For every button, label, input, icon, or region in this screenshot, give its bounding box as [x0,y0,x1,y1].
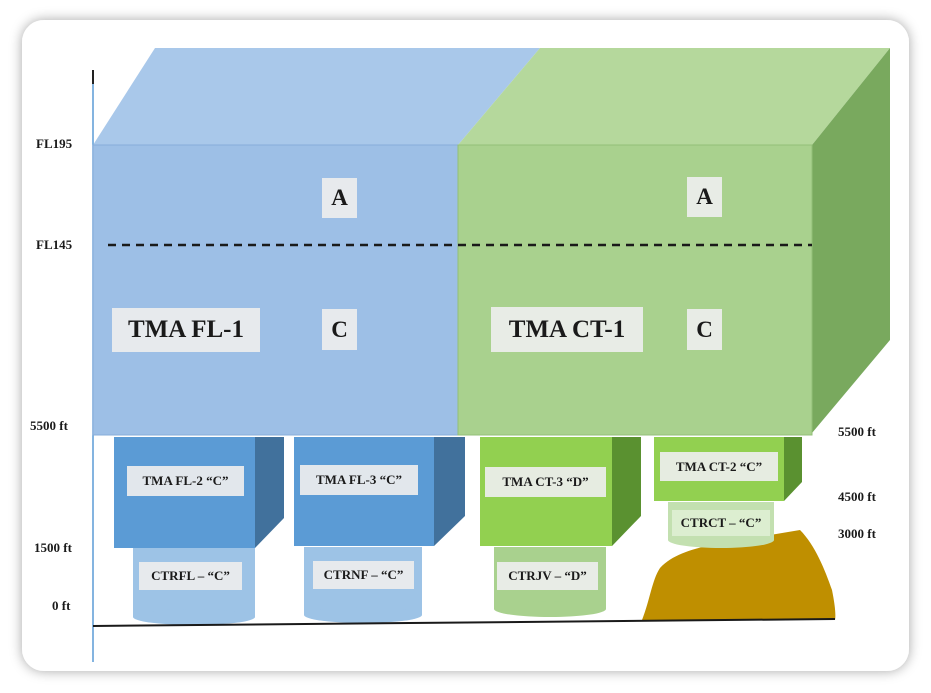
tma-ct1-front-face [457,144,813,436]
tma-fl1-top-face [93,48,540,145]
ctrjv-label: CTRJV – “D” [497,562,598,590]
tma-fl2-box [114,437,284,548]
tma-fl2-label: TMA FL-2 “C” [127,466,244,496]
tma-fl1-class-lower: C [322,309,357,350]
tma-fl1-front-face [92,144,459,436]
tma-ct1-side-face [812,48,890,433]
terrain-shape [642,530,836,620]
altitude-label-4500: 4500 ft [838,489,876,504]
ground-line [92,618,836,627]
tma-ct1-class-lower: C [687,309,722,350]
altitude-label-3000: 3000 ft [838,526,876,541]
ctrfl-label: CTRFL – “C” [139,562,242,590]
tma-fl1-class-upper: A [322,178,357,218]
tma-fl3-label: TMA FL-3 “C” [300,465,418,495]
altitude-label-5500-left: 5500 ft [30,418,68,433]
tma-ct1-top-face [458,48,890,145]
tma-ct1-name: TMA CT-1 [491,307,643,352]
tma-fl1-name: TMA FL-1 [112,308,260,352]
altitude-label-fl195: FL195 [36,136,73,151]
tma-ct3-label: TMA CT-3 “D” [485,467,606,497]
ctrnf-label: CTRNF – “C” [313,561,414,589]
ctrct-label: CTRCT – “C” [672,510,770,536]
tma-ct2-label: TMA CT-2 “C” [660,452,778,481]
tma-ct1-class-upper: A [687,177,722,217]
altitude-label-1500: 1500 ft [34,540,72,555]
altitude-label-0: 0 ft [52,598,71,613]
altitude-label-5500-right: 5500 ft [838,424,876,439]
altitude-label-fl145: FL145 [36,237,73,252]
